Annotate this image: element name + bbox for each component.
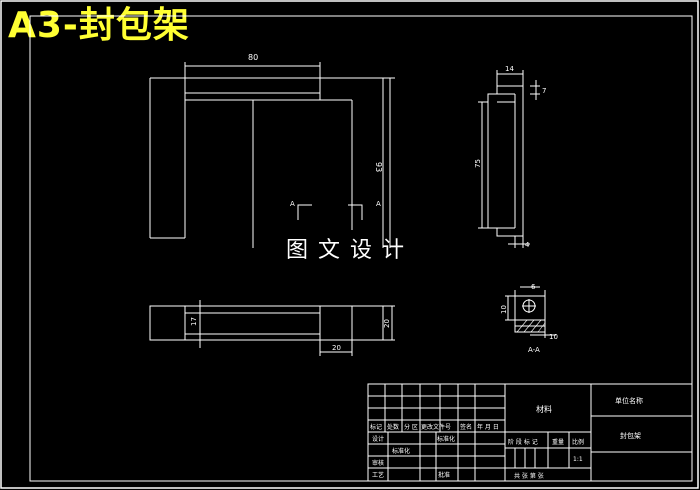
plan-view (149, 300, 395, 356)
dim-10-left: 10 (500, 305, 508, 314)
tb-scale-value: 1:1 (573, 456, 583, 463)
tb-review-value: 标准化 (392, 447, 410, 455)
tb-check: 审核 (372, 459, 384, 467)
title-block (367, 383, 693, 482)
drawing-title: A3-封包架 (8, 5, 190, 46)
dim-6: 6 (531, 283, 536, 291)
dim-93: 93 (374, 162, 383, 172)
tb-mark: 标记 (370, 423, 382, 431)
dim-80: 80 (248, 53, 258, 62)
tb-sheet-info: 共 张 第 张 (514, 472, 544, 480)
section-detail (505, 286, 556, 338)
dim-17: 17 (190, 317, 198, 326)
tb-date: 年 月 日 (477, 423, 499, 431)
tb-scale-label: 比例 (572, 438, 584, 446)
tb-design: 设计 (372, 435, 384, 443)
tb-weight: 重量 (552, 438, 564, 446)
dim-10-bottom: 10 (549, 333, 558, 341)
tb-signature: 签名 (460, 423, 472, 431)
tb-material: 材料 (536, 404, 552, 414)
tb-org-name: 单位名称 (615, 396, 643, 405)
tb-approve: 批准 (438, 471, 450, 479)
sheet-inner-frame (29, 15, 693, 482)
dim-4: 4 (525, 241, 530, 249)
section-hatch (516, 319, 546, 333)
section-label-left: A (290, 200, 295, 208)
tb-count: 处数 (387, 423, 399, 431)
dim-20-right: 20 (383, 319, 391, 328)
dim-75: 75 (474, 159, 482, 168)
section-label-right: A (376, 200, 381, 208)
tb-part-name: 封包架 (620, 431, 641, 440)
tb-zone: 分 区 (404, 423, 418, 431)
tb-std: 标准化 (437, 435, 455, 443)
tb-stage-mark: 阶 段 标 记 (508, 438, 538, 446)
dim-14: 14 (505, 65, 514, 73)
section-detail-label: A-A (528, 346, 540, 354)
title-block-text: 材料 单位名称 封包架 标记 处数 分 区 更改文件号 签名 年 月 日 设计 … (370, 396, 643, 480)
tb-change-doc: 更改文件号 (421, 423, 451, 431)
side-view (478, 70, 540, 248)
watermark-text: 图文设计 (286, 238, 415, 263)
dim-7: 7 (542, 87, 546, 95)
tb-process: 工艺 (372, 471, 384, 479)
front-view (149, 62, 395, 248)
dim-20-bottom: 20 (332, 344, 341, 352)
